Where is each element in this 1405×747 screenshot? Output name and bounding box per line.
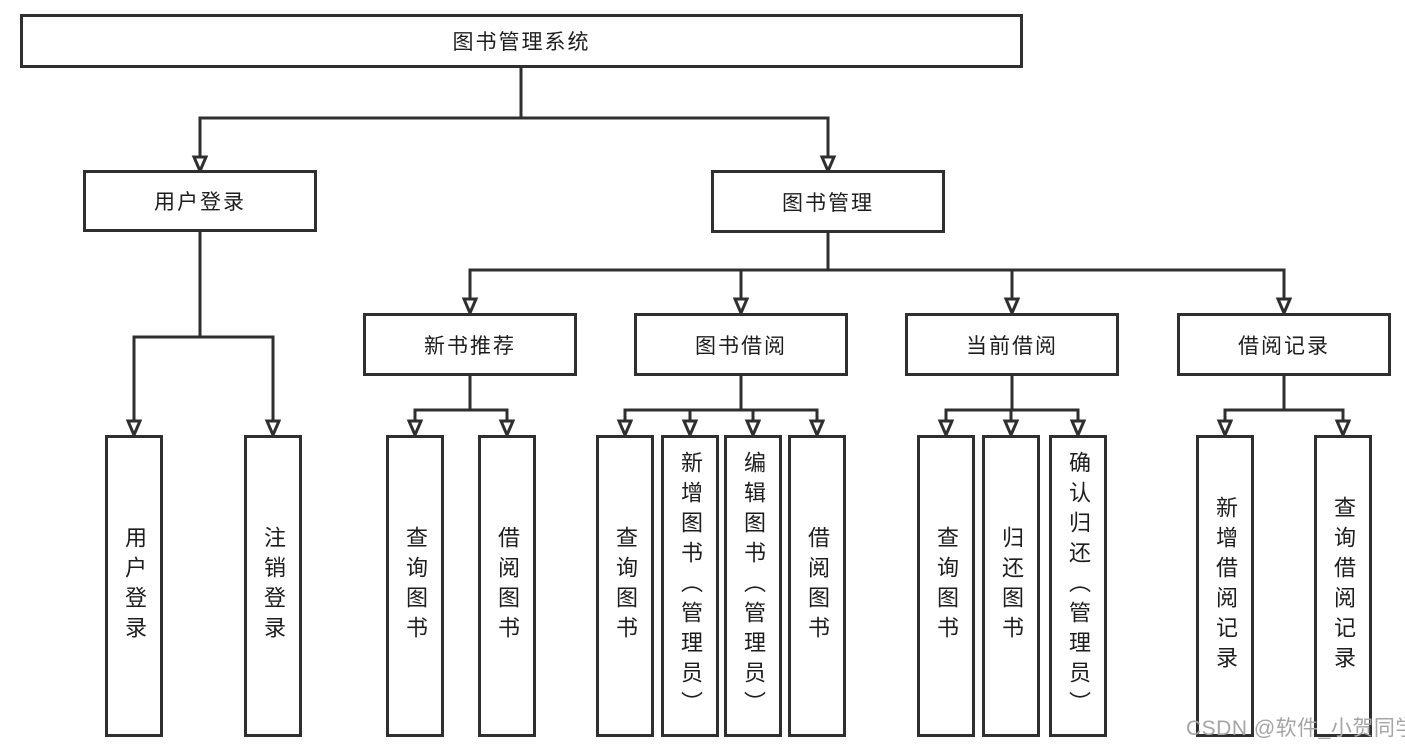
node-leaf-user-login: 用户登录 [105,435,163,737]
node-leaf-query-books-borrow-label: 查询图书 [613,526,638,646]
node-book-management: 图书管理 [711,170,945,233]
csdn-watermark: CSDN @软件_小贺同学 [1186,717,1405,740]
node-book-borrow-label: 图书借阅 [695,334,787,358]
node-user-login-label: 用户登录 [154,191,246,214]
node-leaf-add-books-admin-label: 新增图书（管理员） [678,451,703,721]
node-borrow-records: 借阅记录 [1177,313,1391,376]
node-user-login: 用户登录 [83,170,317,232]
node-leaf-edit-books-admin-label: 编辑图书（管理员） [741,451,766,721]
node-leaf-add-borrow-record: 新增借阅记录 [1196,435,1254,737]
node-leaf-query-books-current-label: 查询图书 [934,526,959,646]
node-leaf-borrow-books-rec: 借阅图书 [478,435,536,737]
node-borrow-records-label: 借阅记录 [1238,334,1330,358]
node-leaf-confirm-return-admin: 确认归还（管理员） [1049,435,1107,737]
node-leaf-edit-books-admin: 编辑图书（管理员） [724,435,782,737]
node-new-book-recommend-label: 新书推荐 [424,334,516,358]
node-book-borrow: 图书借阅 [634,313,848,376]
node-leaf-borrow-books-rec-label: 借阅图书 [495,526,520,646]
node-root: 图书管理系统 [20,14,1023,68]
node-leaf-query-books-current: 查询图书 [917,435,975,737]
node-book-management-label: 图书管理 [782,191,874,215]
node-leaf-return-books-label: 归还图书 [999,526,1024,646]
node-current-borrow: 当前借阅 [905,313,1119,376]
node-leaf-logout-label: 注销登录 [261,526,286,646]
node-leaf-logout: 注销登录 [244,435,302,737]
node-leaf-user-login-label: 用户登录 [122,526,147,646]
node-new-book-recommend: 新书推荐 [363,313,577,376]
node-leaf-add-borrow-record-label: 新增借阅记录 [1213,496,1238,676]
node-leaf-borrow-books-label: 借阅图书 [805,526,830,646]
node-leaf-confirm-return-admin-label: 确认归还（管理员） [1066,451,1091,721]
node-leaf-query-borrow-record-label: 查询借阅记录 [1331,496,1356,676]
node-leaf-borrow-books: 借阅图书 [788,435,846,737]
node-current-borrow-label: 当前借阅 [966,334,1058,358]
node-leaf-query-books-rec-label: 查询图书 [403,526,428,646]
node-root-label: 图书管理系统 [452,31,591,54]
node-leaf-add-books-admin: 新增图书（管理员） [661,435,719,737]
node-leaf-query-borrow-record: 查询借阅记录 [1314,435,1372,737]
node-leaf-query-books-rec: 查询图书 [386,435,444,737]
node-leaf-query-books-borrow: 查询图书 [596,435,654,737]
node-leaf-return-books: 归还图书 [982,435,1040,737]
